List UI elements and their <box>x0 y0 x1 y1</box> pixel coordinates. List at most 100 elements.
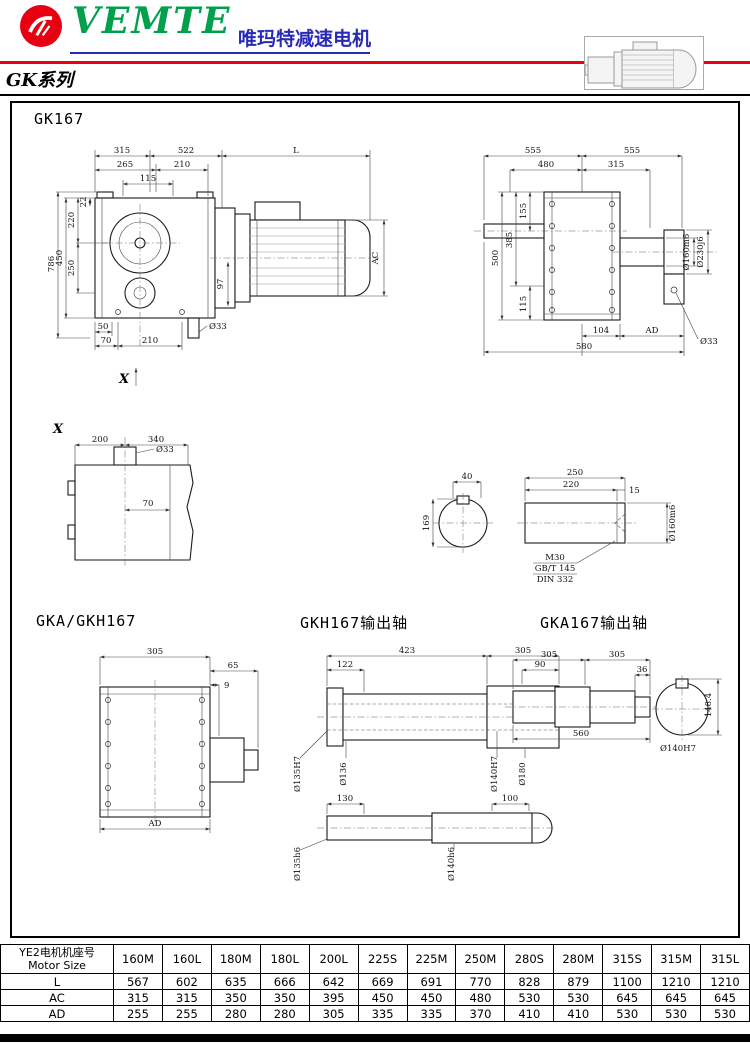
value-cell: 770 <box>455 973 506 990</box>
dimension-lines <box>74 443 189 512</box>
dim-label: 450 <box>55 250 65 266</box>
column-header: 180L <box>259 944 310 974</box>
dim-label: 250 <box>67 260 77 276</box>
dim-label: 155 <box>519 203 529 219</box>
value-cell: 530 <box>553 989 604 1006</box>
dim-label: 104 <box>593 326 609 336</box>
brand-subtitle: 唯玛特减速电机 <box>238 28 372 50</box>
gka167-output-shaft-title: GKA167输出轴 <box>540 614 649 632</box>
value-cell: 530 <box>504 989 555 1006</box>
dim-label: 9 <box>224 681 229 691</box>
value-cell: 1210 <box>700 973 750 990</box>
gka-gkh167-drawing: 305 65 9 AD <box>99 647 259 833</box>
dim-label: 423 <box>399 646 415 656</box>
gka167-output-shaft-drawing: 305 305 36 148.4 560 Ø140H7 <box>505 650 722 754</box>
dim-label: 220 <box>67 212 77 228</box>
dim-label: Ø160m6 <box>667 505 678 542</box>
dim-label: 100 <box>502 794 518 804</box>
dim-label: 90 <box>535 660 546 670</box>
footer-bar <box>0 1034 750 1042</box>
dim-label: 70 <box>101 336 112 346</box>
value-cell: 480 <box>455 989 506 1006</box>
value-cell: 255 <box>161 1005 212 1022</box>
dimension-labels: 423 305 122 90 Ø135H7 Ø136 Ø140H7 Ø180 1… <box>292 646 545 881</box>
model-title: GK167 <box>34 110 85 128</box>
dim-label: 315 <box>114 146 130 156</box>
dim-label: Ø136 <box>338 762 349 785</box>
dimension-labels: 305 305 36 148.4 560 Ø140H7 <box>541 650 714 754</box>
shaft-outline <box>505 675 712 741</box>
value-cell: 530 <box>602 1005 653 1022</box>
motor-size-header-cn: YE2电机机座号 <box>19 945 95 959</box>
value-cell: 645 <box>651 989 702 1006</box>
dim-label: 97 <box>216 279 226 290</box>
dim-label: 122 <box>337 660 353 670</box>
dim-label: 200 <box>92 435 108 445</box>
dim-label: 480 <box>538 160 554 170</box>
value-cell: 410 <box>504 1005 555 1022</box>
gkh167-output-shaft-title: GKH167输出轴 <box>300 614 409 632</box>
gear-motor-illustration <box>584 36 704 90</box>
dim-label: 560 <box>573 729 589 739</box>
value-cell: 255 <box>113 1005 163 1022</box>
dim-label: L <box>293 146 299 156</box>
column-header: 315L <box>700 944 750 974</box>
dim-label: 522 <box>178 146 194 156</box>
brand-name: VEMTE <box>72 0 232 42</box>
value-cell: 305 <box>308 1005 359 1022</box>
value-cell: 350 <box>210 989 261 1006</box>
dim-label: 250 <box>567 468 583 478</box>
dimension-lines <box>512 658 722 743</box>
value-cell: 645 <box>700 989 750 1006</box>
value-cell: 410 <box>553 1005 604 1022</box>
dim-label: 305 <box>541 650 557 660</box>
column-header: 250M <box>455 944 506 974</box>
dim-label: 40 <box>462 472 473 482</box>
logo-stroke <box>35 20 47 37</box>
motor-outline <box>210 201 380 309</box>
shaft-section-drawing: 40 169 250 220 15 M30 GB/T 145 DIN 332 Ø… <box>422 468 678 585</box>
value-cell: 666 <box>259 973 310 990</box>
column-header: 160M <box>113 944 163 974</box>
part-outline <box>433 493 637 553</box>
dim-label: Ø33 <box>209 321 227 332</box>
dim-label: 36 <box>637 665 648 675</box>
dim-label: Ø33 <box>700 336 718 347</box>
value-cell: 335 <box>406 1005 457 1022</box>
dim-label: Ø140h6 <box>446 847 457 881</box>
center-hole-standard: DIN 332 <box>537 575 574 585</box>
dim-label: 169 <box>422 515 432 531</box>
value-cell: 879 <box>553 973 604 990</box>
dim-label: 265 <box>117 160 133 170</box>
dim-label: 220 <box>563 480 579 490</box>
value-cell: 335 <box>357 1005 408 1022</box>
column-header: 315M <box>651 944 702 974</box>
solid-shaft-outline <box>317 812 554 844</box>
value-cell: 642 <box>308 973 359 990</box>
housing-outline <box>99 680 259 824</box>
dim-label: Ø230j6 <box>695 236 706 267</box>
value-cell: 645 <box>602 989 653 1006</box>
dim-label: Ø135h6 <box>292 847 303 881</box>
dim-label: Ø33 <box>156 444 174 455</box>
center-hole-label: M30 <box>545 553 565 563</box>
column-header: 225S <box>357 944 408 974</box>
dim-label: 500 <box>491 250 501 266</box>
value-cell: 669 <box>357 973 408 990</box>
value-cell: 450 <box>406 989 457 1006</box>
logo-stroke <box>41 25 51 36</box>
dim-label: 786 <box>47 256 57 272</box>
dim-label: 305 <box>515 646 531 656</box>
value-cell: 635 <box>210 973 261 990</box>
dim-label: 115 <box>140 174 156 184</box>
center-hole-standard: GB/T 145 <box>535 564 576 574</box>
value-cell: 828 <box>504 973 555 990</box>
gka-gkh167-title: GKA/GKH167 <box>36 612 137 630</box>
value-cell: 280 <box>259 1005 310 1022</box>
dimension-lines <box>99 655 259 833</box>
drawing-frame <box>10 101 740 938</box>
